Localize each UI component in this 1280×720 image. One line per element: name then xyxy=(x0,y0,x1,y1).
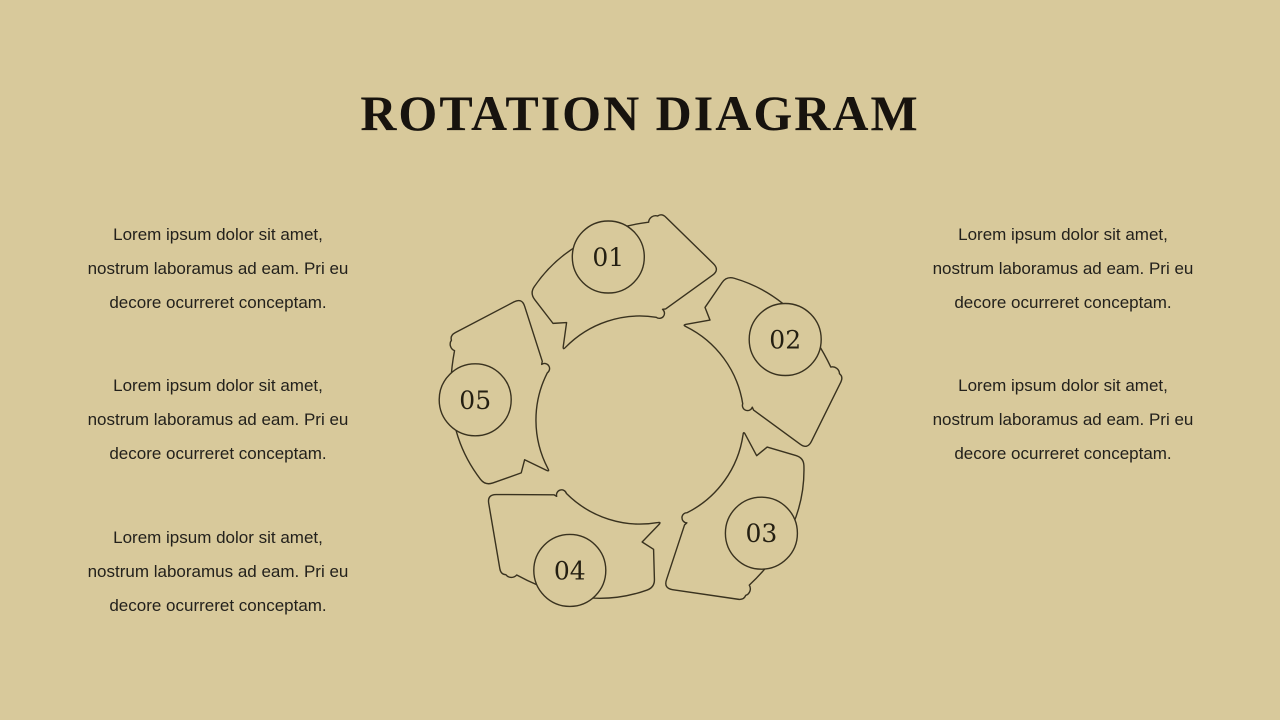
step-badge-3: 03 xyxy=(724,496,799,570)
text-block-right-middle: Lorem ipsum dolor sit amet, nostrum labo… xyxy=(903,369,1223,471)
paragraph-line: nostrum laboramus ad eam. Pri eu xyxy=(932,259,1194,278)
text-block-right-top: Lorem ipsum dolor sit amet, nostrum labo… xyxy=(903,218,1223,320)
step-badge-2: 02 xyxy=(748,302,822,377)
step-number: 05 xyxy=(459,386,491,415)
paragraph-line: nostrum laboramus ad eam. Pri eu xyxy=(87,562,349,581)
step-badge-5: 05 xyxy=(438,363,512,437)
paragraph-line: nostrum laboramus ad eam. Pri eu xyxy=(87,410,349,429)
paragraph-line: Lorem ipsum dolor sit amet, xyxy=(113,225,323,244)
step-badge-circle xyxy=(438,363,512,437)
paragraph-line: decore ocurreret conceptam. xyxy=(954,293,1172,312)
step-number: 01 xyxy=(592,243,624,272)
step-number: 04 xyxy=(554,556,586,585)
step-badge-circle xyxy=(533,533,607,608)
step-badge-4: 04 xyxy=(533,533,607,608)
paragraph-line: decore ocurreret conceptam. xyxy=(109,293,327,312)
step-badge-1: 01 xyxy=(571,220,645,294)
text-block-left-top: Lorem ipsum dolor sit amet, nostrum labo… xyxy=(58,218,378,320)
slide-title: ROTATION DIAGRAM xyxy=(360,85,920,141)
step-number: 02 xyxy=(769,326,801,355)
rotation-diagram: 01 02 03 04 05 xyxy=(438,214,843,608)
step-badge-circle xyxy=(748,302,822,377)
paragraph-line: decore ocurreret conceptam. xyxy=(109,596,327,615)
text-block-left-bottom: Lorem ipsum dolor sit amet, nostrum labo… xyxy=(58,521,378,623)
paragraph-line: Lorem ipsum dolor sit amet, xyxy=(113,376,323,395)
step-number: 03 xyxy=(745,519,777,548)
paragraph-line: Lorem ipsum dolor sit amet, xyxy=(113,528,323,547)
paragraph-line: Lorem ipsum dolor sit amet, xyxy=(958,225,1168,244)
rotation-diagram-area: 01 02 03 04 05 xyxy=(395,185,895,655)
step-badge-circle xyxy=(571,220,645,294)
paragraph-line: nostrum laboramus ad eam. Pri eu xyxy=(932,410,1194,429)
paragraph-line: decore ocurreret conceptam. xyxy=(109,444,327,463)
paragraph-line: nostrum laboramus ad eam. Pri eu xyxy=(87,259,349,278)
text-block-left-middle: Lorem ipsum dolor sit amet, nostrum labo… xyxy=(58,369,378,471)
step-badge-circle xyxy=(724,496,799,570)
paragraph-line: decore ocurreret conceptam. xyxy=(954,444,1172,463)
paragraph-line: Lorem ipsum dolor sit amet, xyxy=(958,376,1168,395)
